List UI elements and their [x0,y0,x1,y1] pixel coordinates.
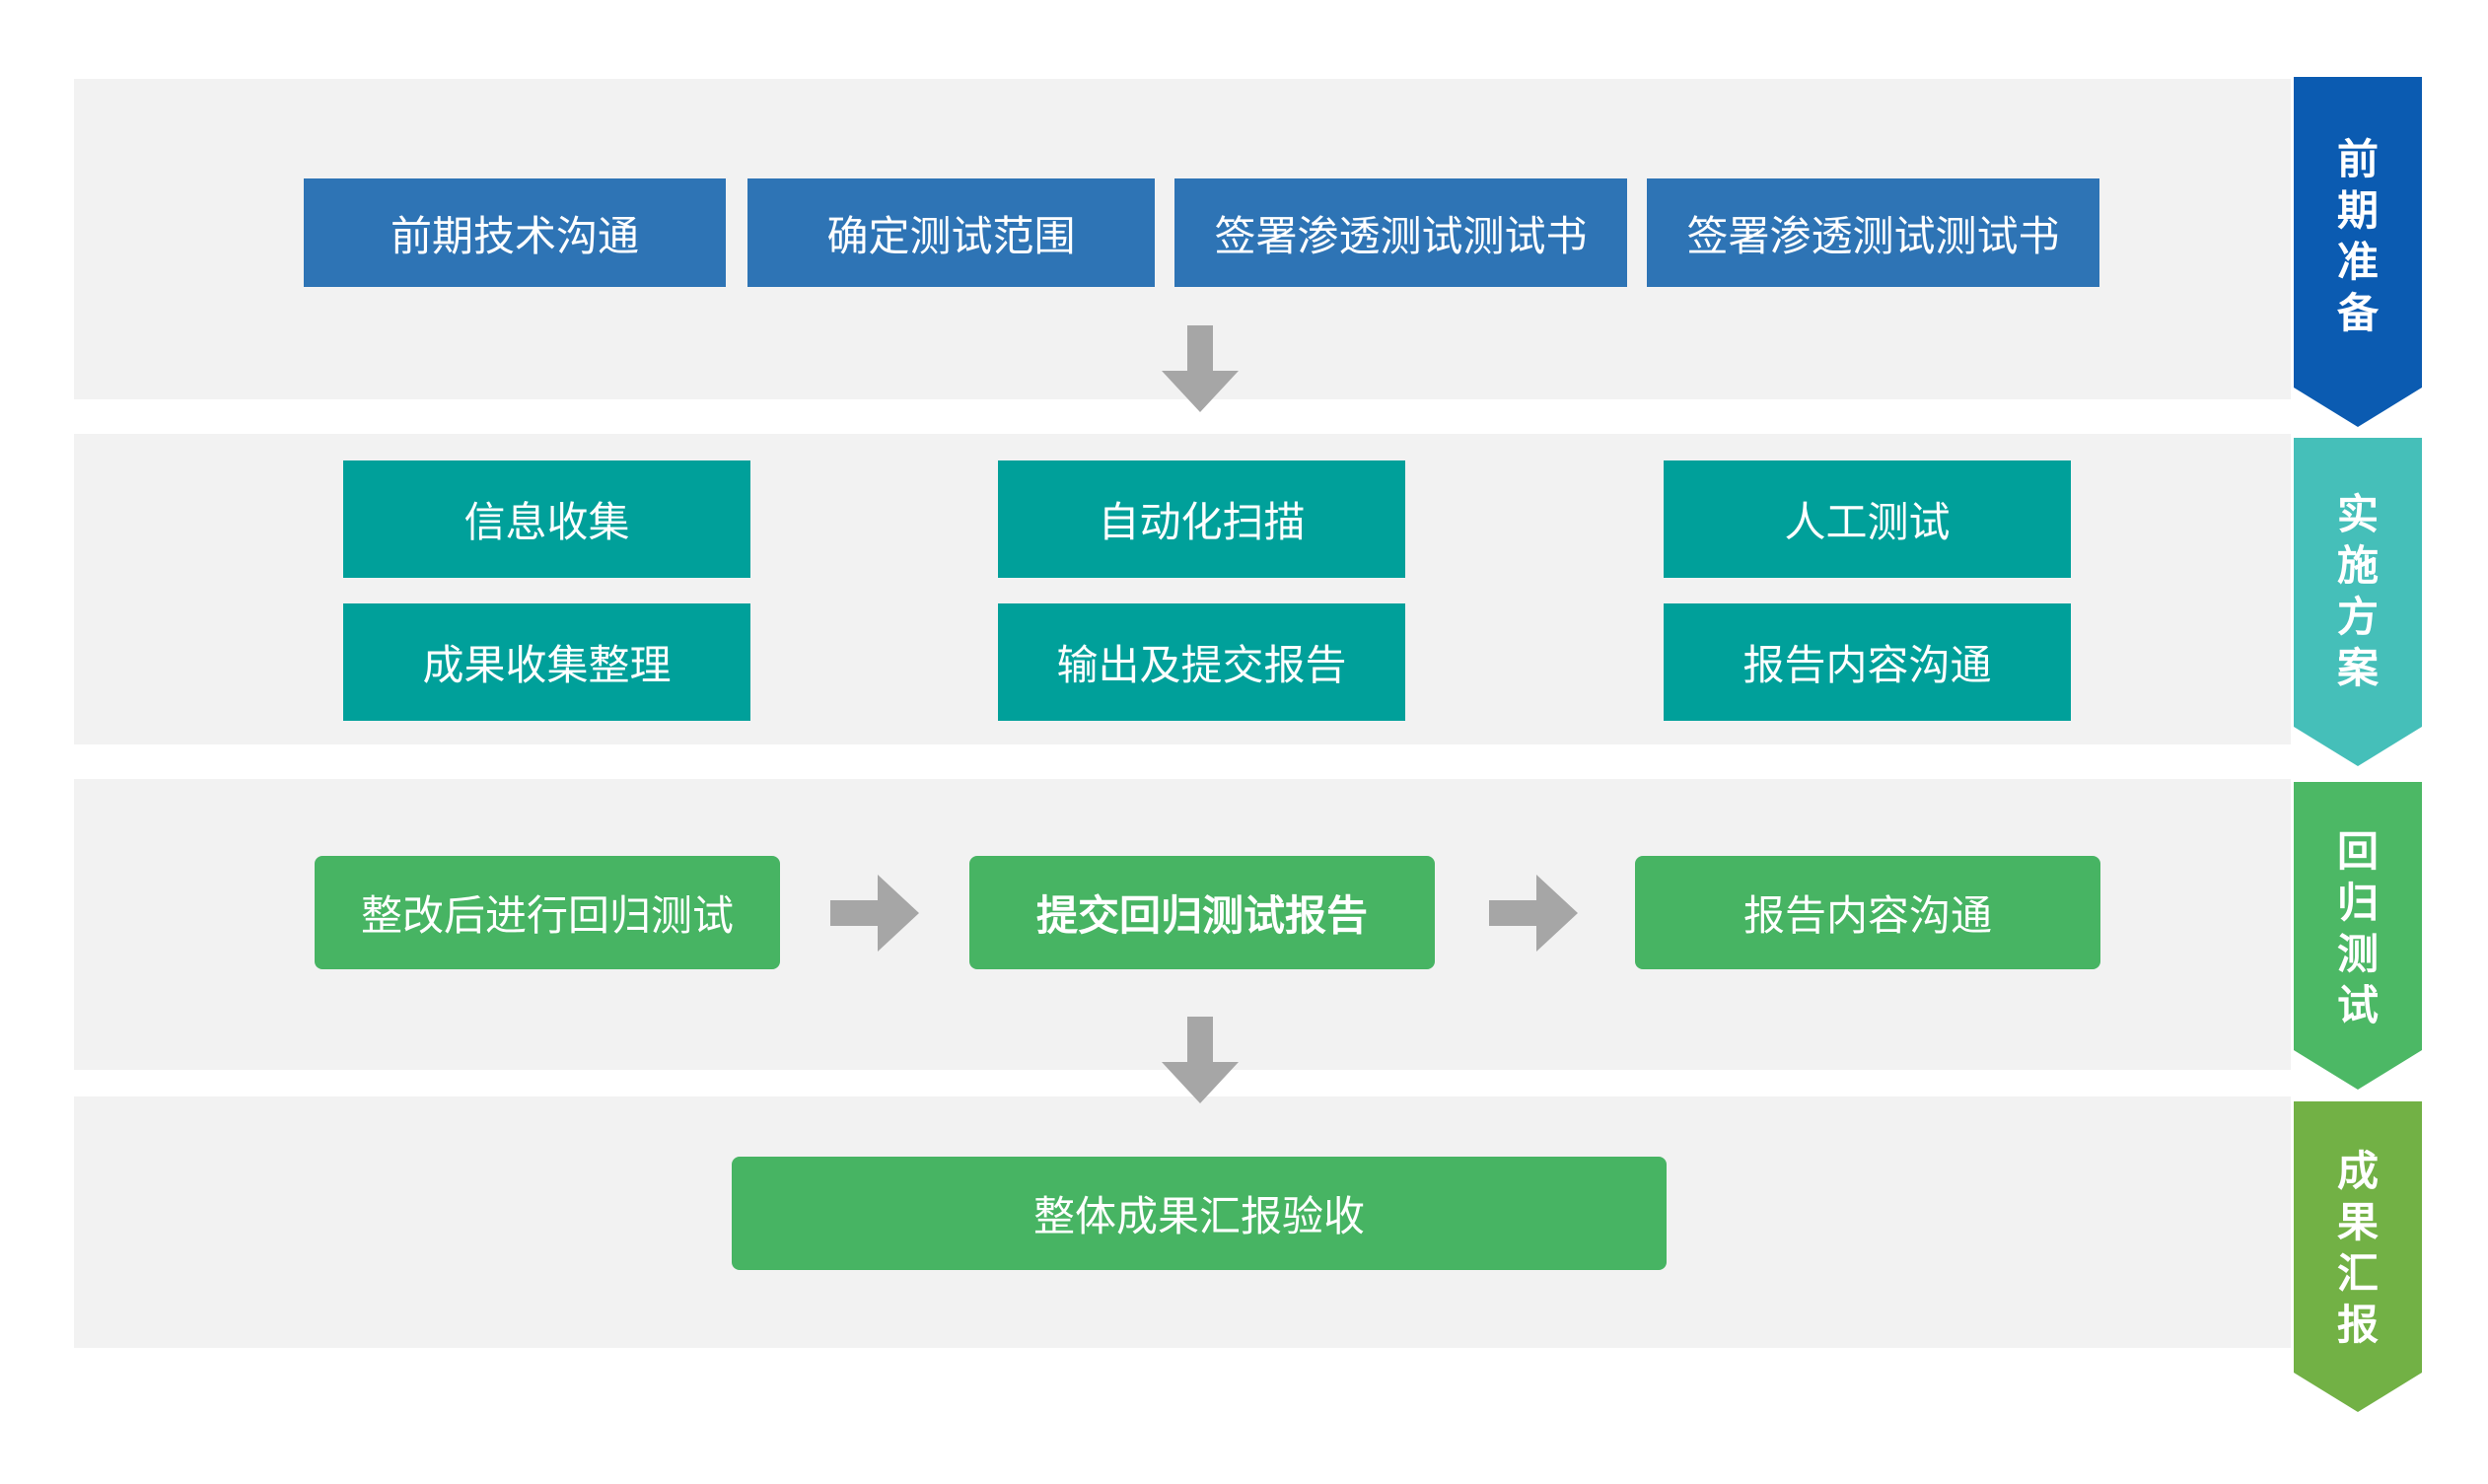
prep-step-1: 前期技术沟通 [304,178,726,287]
regression-step-report-communication: 报告内容沟通 [1635,856,2100,969]
implement-step-report-communication: 报告内容沟通 [1664,603,2071,721]
implement-step-info-collection: 信息收集 [343,460,750,578]
stage-tag-prep: 前期准备 [2294,77,2422,427]
stage-tag-label: 前期准备 [2336,135,2379,337]
stage-tag-report: 成果汇报 [2294,1101,2422,1412]
regression-step-submit-report: 提交回归测试报告 [969,856,1435,969]
report-step-acceptance: 整体成果汇报验收 [732,1157,1667,1270]
prep-step-2: 确定测试范围 [747,178,1155,287]
implement-step-manual-test: 人工测试 [1664,460,2071,578]
regression-step-retest: 整改后进行回归测试 [315,856,780,969]
arrow-right-icon [1489,875,1578,952]
prep-step-4: 签署渗透测试测试书 [1647,178,2099,287]
implement-step-output-report: 输出及提交报告 [998,603,1405,721]
implement-step-results-organize: 成果收集整理 [343,603,750,721]
stage-tag-label: 回归测试 [2336,827,2379,1029]
arrow-right-icon [830,875,919,952]
stage-tag-label: 成果汇报 [2336,1147,2379,1349]
stage-tag-regression: 回归测试 [2294,782,2422,1090]
stage-tag-label: 实施方案 [2336,490,2379,692]
arrow-down-icon [1162,325,1239,412]
prep-step-3: 签署渗透测试测试书 [1174,178,1627,287]
implement-step-auto-scan: 自动化扫描 [998,460,1405,578]
arrow-down-icon [1162,1017,1239,1103]
stage-tag-implement: 实施方案 [2294,438,2422,766]
